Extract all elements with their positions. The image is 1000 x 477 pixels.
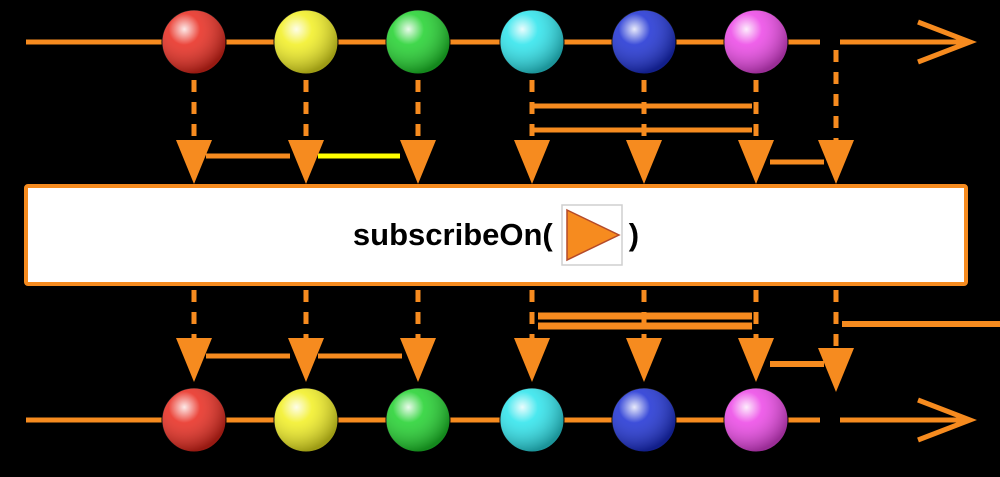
result-marble-yellow-shine (274, 388, 338, 452)
bottom-connectors (191, 290, 839, 346)
result-marble-magenta-shine (724, 388, 788, 452)
source-marble-magenta-shine (724, 10, 788, 74)
down-arrowhead (818, 348, 854, 392)
operator-name: subscribeOn( (352, 217, 553, 252)
down-arrowhead (288, 140, 324, 184)
down-arrowhead (738, 338, 774, 382)
bottom-arrowheads (176, 338, 854, 392)
bottom-subscription-bars (206, 312, 1000, 367)
scheduler-triangle-icon (561, 204, 623, 266)
result-marble-green-shine (386, 388, 450, 452)
top-subscription-bars (206, 103, 824, 165)
source-marble-blue-shine (612, 10, 676, 74)
top-arrowheads (176, 140, 854, 184)
source-marble-red-shine (162, 10, 226, 74)
down-arrowhead (514, 338, 550, 382)
source-marbles (161, 9, 789, 75)
result-marble-cyan-shine (500, 388, 564, 452)
down-arrowhead (400, 338, 436, 382)
down-arrowhead (514, 140, 550, 184)
operator-box: subscribeOn( ) (24, 184, 968, 286)
down-arrowhead (176, 338, 212, 382)
down-arrowhead (626, 338, 662, 382)
result-marble-red-shine (162, 388, 226, 452)
result-timeline-arrowhead (917, 397, 977, 443)
down-arrowhead (626, 140, 662, 184)
down-arrowhead (288, 338, 324, 382)
source-marble-cyan-shine (500, 10, 564, 74)
source-marble-yellow-shine (274, 10, 338, 74)
source-marble-green-shine (386, 10, 450, 74)
operator-close-paren: ) (628, 217, 640, 252)
down-arrowhead (818, 140, 854, 184)
source-timeline-arrowhead (917, 19, 977, 65)
down-arrowhead (400, 140, 436, 184)
top-connectors (191, 50, 839, 148)
result-marbles (161, 387, 789, 453)
down-arrowhead (738, 140, 774, 184)
result-marble-blue-shine (612, 388, 676, 452)
down-arrowhead (176, 140, 212, 184)
